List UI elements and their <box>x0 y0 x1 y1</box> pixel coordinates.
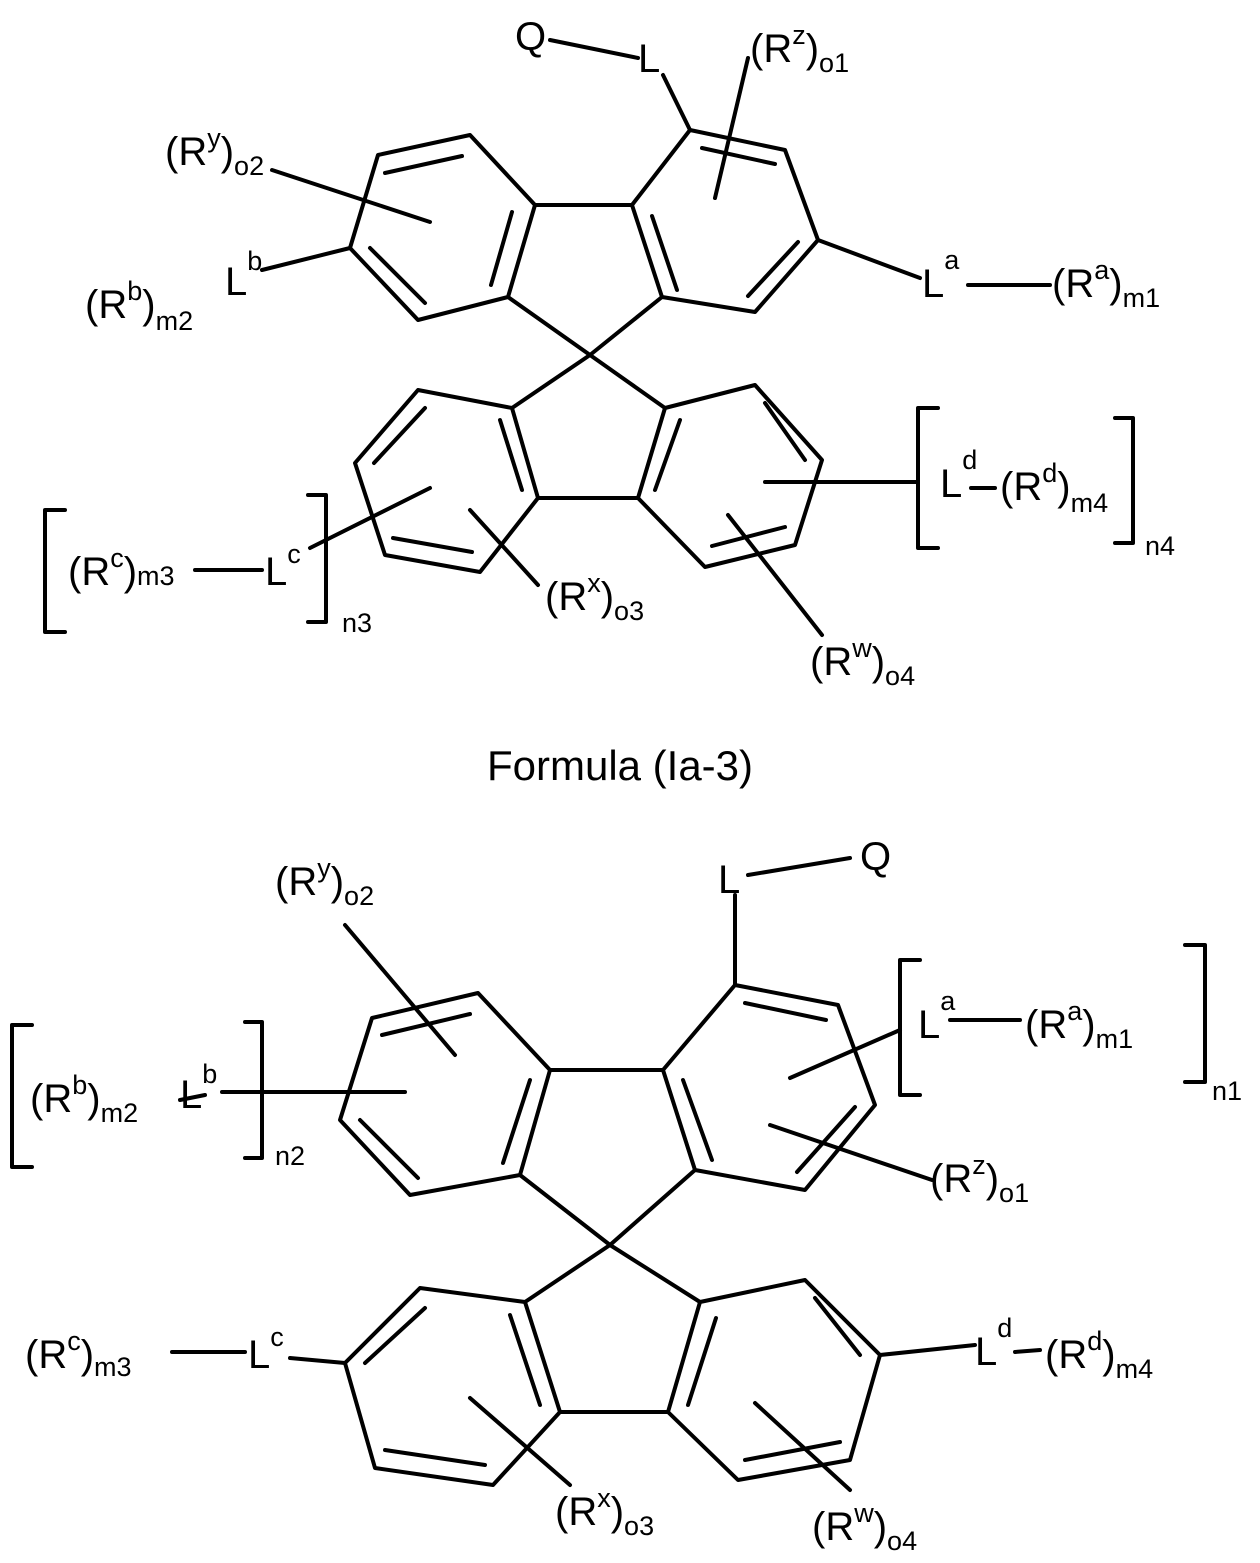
bottom-Rc-label: (Rc)m3 <box>25 1326 132 1382</box>
bottom-Rx-label: (Rx)o3 <box>555 1483 654 1541</box>
bottom-upper-right-ring <box>663 985 875 1190</box>
top-Lb-label: Lb <box>225 246 262 304</box>
bottom-Q-label: Q <box>860 835 891 879</box>
top-Rz-label: (Rz)o1 <box>750 20 849 78</box>
bottom-Rz-label: (Rz)o1 <box>930 1150 1029 1208</box>
top-Rd-label: (Rd)m4 <box>1000 458 1108 518</box>
top-Rc-label: (Rc)m3 <box>68 543 175 594</box>
bottom-lower-right-ring <box>668 1280 880 1480</box>
bottom-Rd-label: (Rd)m4 <box>1045 1326 1153 1384</box>
bottom-La-label: La <box>918 986 956 1047</box>
bottom-Ra-label: (Ra)m1 <box>1025 996 1133 1054</box>
top-L-label: L <box>638 37 660 81</box>
bottom-n1-label: n1 <box>1212 1076 1242 1106</box>
formula-caption: Formula (Ia-3) <box>487 742 753 789</box>
top-Rw-label: (Rw)o4 <box>810 633 915 691</box>
bottom-L-label: L <box>718 858 740 902</box>
top-Rb-label: (Rb)m2 <box>85 276 193 336</box>
top-lower-left-ring <box>355 390 538 572</box>
bottom-Rw-label: (Rw)o4 <box>812 1498 917 1556</box>
top-n4-label: n4 <box>1145 531 1175 561</box>
top-Lc-label: Lc <box>265 539 301 594</box>
top-Ry-label: (Ry)o2 <box>165 123 264 181</box>
top-La-label: La <box>922 245 960 306</box>
bottom-spirobifluorene <box>12 858 1205 1490</box>
top-Ld-label: Ld <box>940 445 977 506</box>
bottom-Lb-label: Lb <box>180 1059 217 1117</box>
top-Rx-label: (Rx)o3 <box>545 568 644 626</box>
top-Q-label: Q <box>515 15 546 59</box>
bottom-Rb-label: (Rb)m2 <box>30 1070 138 1128</box>
bottom-Ry-label: (Ry)o2 <box>275 853 374 911</box>
bottom-Lc-label: Lc <box>248 1322 284 1377</box>
top-n3-label: n3 <box>342 608 372 638</box>
bottom-lower-left-ring <box>345 1288 560 1485</box>
bottom-Ld-label: Ld <box>975 1313 1012 1374</box>
bottom-n2-label: n2 <box>275 1141 305 1171</box>
top-Ra-label: (Ra)m1 <box>1052 255 1160 313</box>
